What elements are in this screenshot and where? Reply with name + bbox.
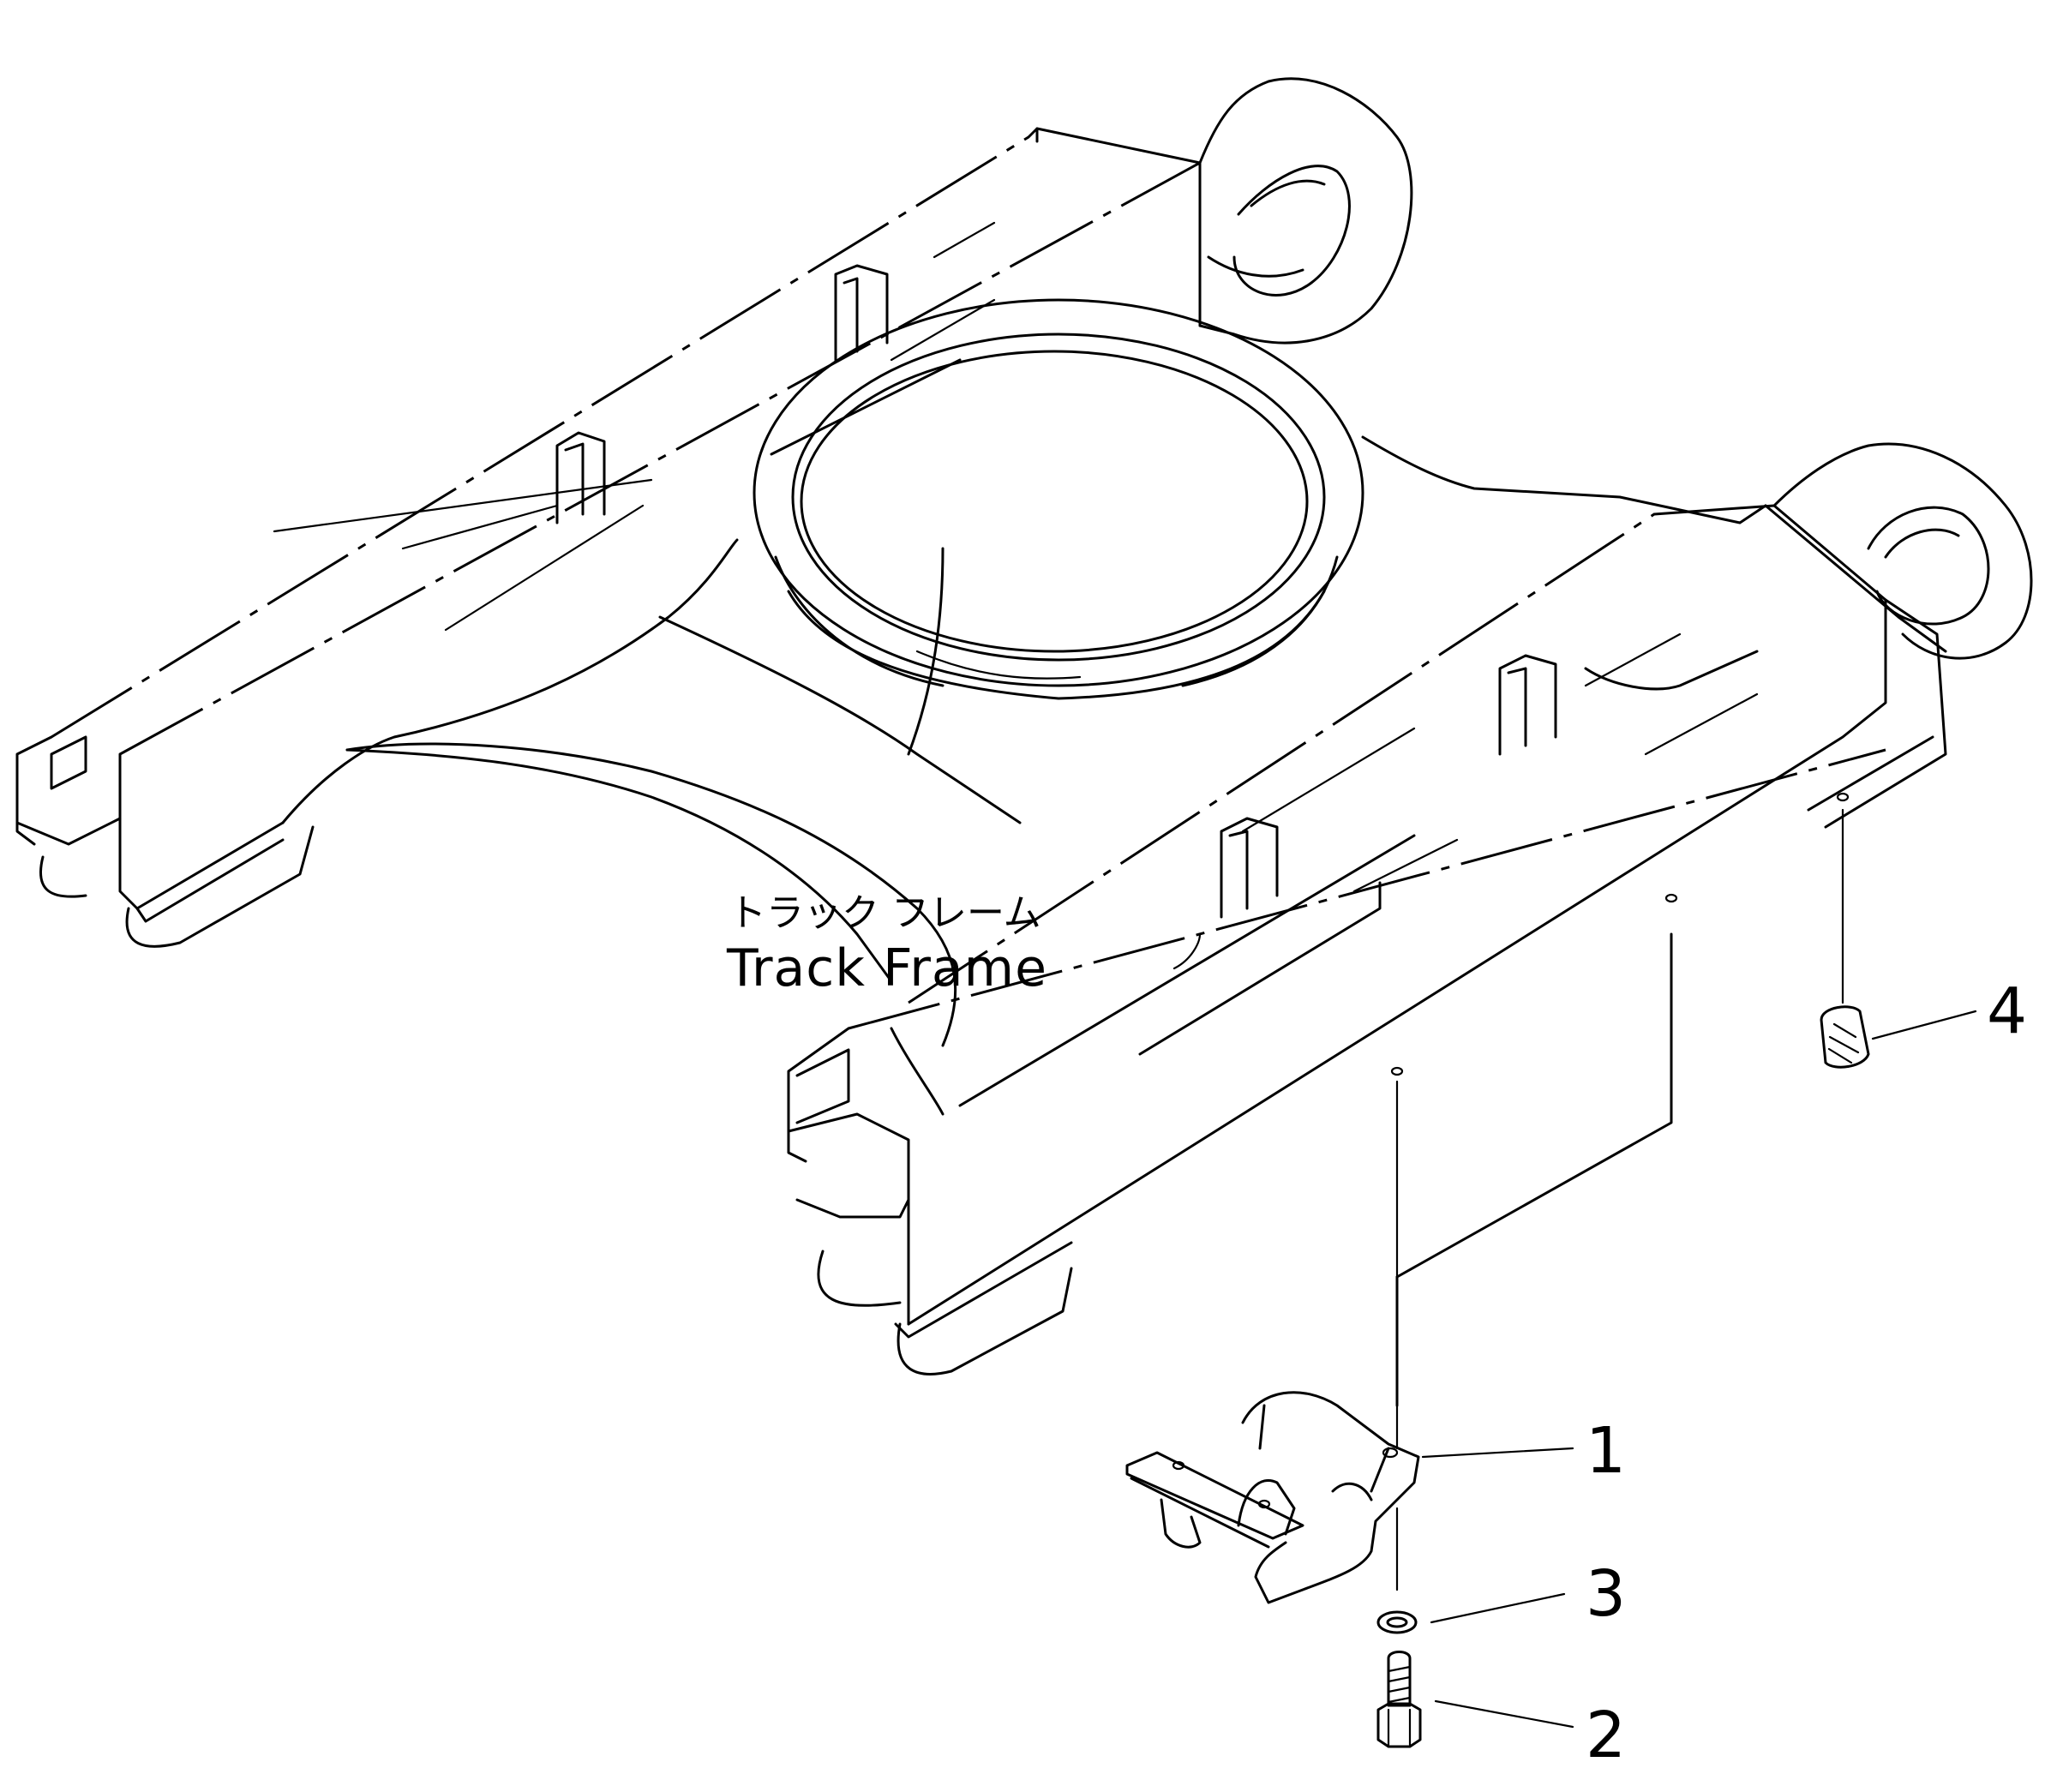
callout-2-number: 2 [1586, 1699, 1626, 1772]
callout-4-leader [1871, 1010, 1977, 1040]
part-1-guard-bracket [1125, 1391, 1420, 1604]
track-frame [15, 77, 2033, 1407]
callout-3-leader [1430, 1592, 1566, 1624]
swing-circle [753, 298, 1364, 700]
callout-1-number: 1 [1586, 1414, 1626, 1488]
assembly-label-jp: トラック フレーム [729, 891, 1041, 935]
callout-leaders [1421, 1010, 1977, 1729]
assembly-label-en: Track Frame [726, 938, 1047, 998]
part-3-washer [1376, 1610, 1418, 1634]
callout-4-number: 4 [1987, 974, 2027, 1048]
callout-1-leader [1421, 1447, 1574, 1459]
callout-3-number: 3 [1586, 1557, 1626, 1631]
callout-2-leader [1434, 1699, 1574, 1729]
part-2-bolt [1376, 1651, 1422, 1748]
part-4-plug [1820, 1005, 1870, 1069]
assembly-lines [1395, 808, 1844, 1591]
